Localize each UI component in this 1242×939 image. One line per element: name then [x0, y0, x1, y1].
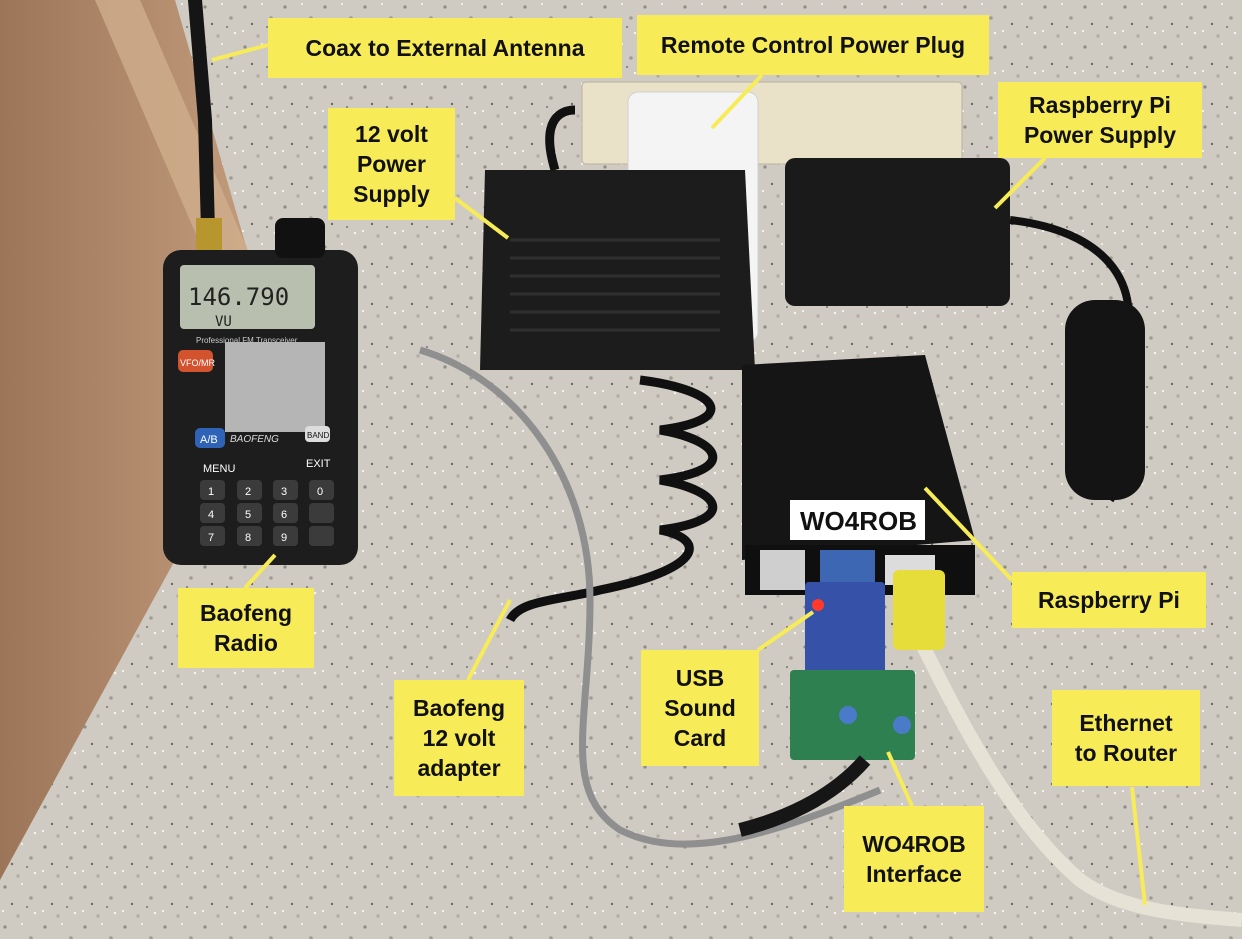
key-2: 2: [245, 486, 251, 498]
baofeng-radio: 146.790 VU Professional FM Transceiver V…: [163, 218, 358, 565]
callout-remote-plug: Remote Control Power Plug: [637, 15, 989, 75]
ethernet-plug: [893, 570, 945, 650]
ethernet-cable: [913, 636, 1242, 927]
pi-power-supply: [785, 158, 1145, 503]
key-0: 0: [317, 486, 323, 498]
raspberry-pi-case: WO4ROB: [742, 355, 975, 595]
callout-baofeng-adapter: Baofeng 12 volt adapter: [394, 680, 524, 796]
key-4: 4: [208, 509, 214, 521]
callout-usb-sound-card: USB Sound Card: [641, 650, 759, 766]
callout-ethernet: Ethernet to Router: [1052, 690, 1200, 786]
radio-model-text: Professional FM Transceiver: [196, 336, 298, 345]
gray-cable: [418, 346, 882, 848]
heat-shrink-cable: [738, 755, 871, 837]
sound-card-led: [812, 599, 824, 611]
callout-wo4rob-interface: WO4ROB Interface: [844, 806, 984, 912]
callout-raspberry-pi: Raspberry Pi: [1012, 572, 1206, 628]
radio-display-line2: VU: [215, 314, 232, 330]
callout-coax: Coax to External Antenna: [268, 18, 622, 78]
coiled-cable: [505, 375, 717, 623]
capacitor: [893, 716, 911, 734]
radio-brand: BAOFENG: [230, 434, 279, 445]
key-7: 7: [208, 532, 214, 544]
wood-cabinet: [0, 0, 250, 880]
menu-key: MENU: [203, 463, 235, 475]
key-9: 9: [281, 532, 287, 544]
usb-sound-card: [805, 582, 885, 677]
radio-frequency: 146.790: [188, 283, 289, 311]
callout-baofeng-radio: Baofeng Radio: [178, 588, 314, 668]
antenna-connector: [196, 218, 222, 252]
callout-pi-power-supply: Raspberry Pi Power Supply: [998, 82, 1202, 158]
ab-key: A/B: [200, 434, 218, 446]
key-6: 6: [281, 509, 287, 521]
callout-12v-power-supply: 12 volt Power Supply: [328, 108, 455, 220]
exit-key: EXIT: [306, 458, 331, 470]
key-3: 3: [281, 486, 287, 498]
callout-pointers: [211, 43, 1147, 906]
key-1: 1: [208, 486, 214, 498]
capacitor: [839, 706, 857, 724]
band-key: BAND: [307, 431, 329, 440]
pi-label: WO4ROB: [800, 506, 917, 536]
key-8: 8: [245, 532, 251, 544]
power-supply-12v: [480, 105, 755, 370]
key-5: 5: [245, 509, 251, 521]
antenna-coax: [188, 0, 215, 237]
vfo-mr-key: VFO/MR: [180, 358, 215, 368]
